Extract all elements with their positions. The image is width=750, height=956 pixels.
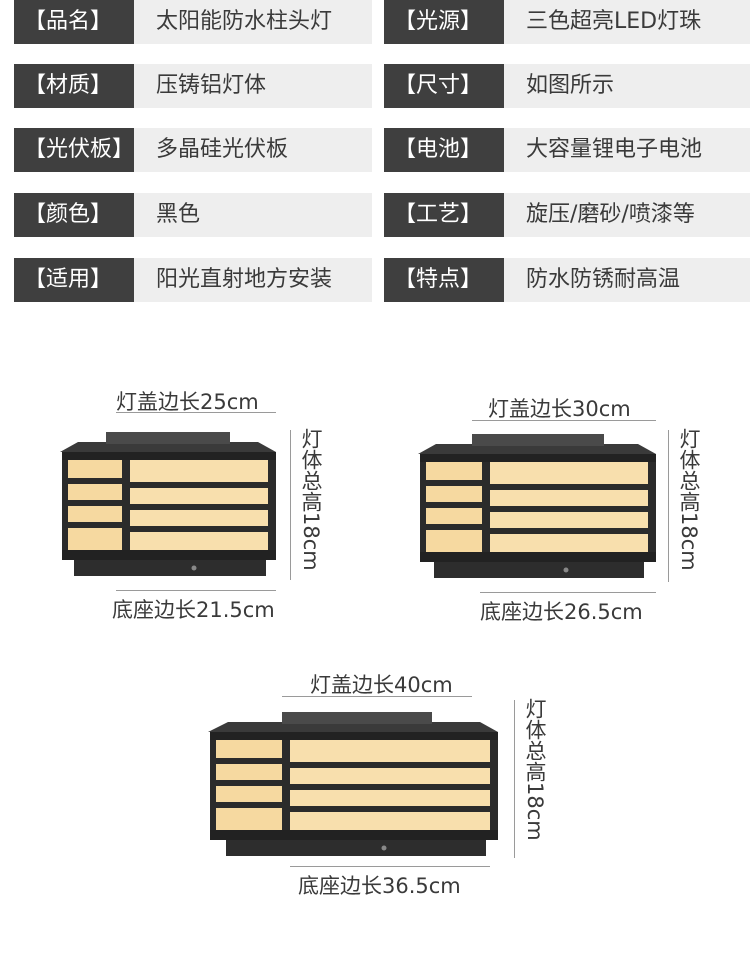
spec-value: 压铸铝灯体 (134, 64, 372, 108)
spec-row: 【品名】 太阳能防水柱头灯 【光源】 三色超亮LED灯珠 (14, 0, 750, 44)
base-dimension-line (116, 590, 276, 591)
lamp-illustration (418, 434, 656, 578)
lamp-image (58, 430, 282, 580)
lamp-illustration (60, 432, 276, 576)
height-dimension-label: 灯体总高18cm (677, 428, 701, 571)
base-dimension-label: 底座边长21.5cm (112, 598, 275, 622)
spec-value: 多晶硅光伏板 (134, 128, 372, 172)
base-dimension-label: 底座边长36.5cm (298, 874, 461, 898)
spec-row: 【颜色】 黑色 【工艺】 旋压/磨砂/喷漆等 (14, 193, 750, 237)
height-dimension-label: 灯体总高18cm (299, 428, 323, 571)
top-dimension-label: 灯盖边长40cm (310, 673, 453, 697)
spec-value: 大容量锂电子电池 (504, 128, 750, 172)
height-dimension-line (290, 430, 291, 580)
spec-value: 防水防锈耐高温 (504, 258, 750, 302)
lamp-image (206, 710, 502, 860)
spec-label: 【尺寸】 (384, 64, 504, 108)
spec-label: 【特点】 (384, 258, 504, 302)
spec-value: 太阳能防水柱头灯 (134, 0, 372, 44)
base-dimension-label: 底座边长26.5cm (480, 600, 643, 624)
base-dimension-line (290, 866, 490, 867)
spec-row: 【适用】 阳光直射地方安装 【特点】 防水防锈耐高温 (14, 258, 750, 302)
top-dimension-line (116, 412, 276, 413)
height-dimension-line (514, 700, 515, 858)
spec-row: 【材质】 压铸铝灯体 【尺寸】 如图所示 (14, 64, 750, 108)
spec-label: 【材质】 (14, 64, 134, 108)
top-dimension-label: 灯盖边长30cm (488, 397, 631, 421)
spec-label: 【电池】 (384, 128, 504, 172)
top-dimension-line (472, 420, 656, 421)
spec-value: 阳光直射地方安装 (134, 258, 372, 302)
spec-label: 【品名】 (14, 0, 134, 44)
spec-value: 旋压/磨砂/喷漆等 (504, 193, 750, 237)
height-dimension-label: 灯体总高18cm (523, 698, 547, 841)
spec-label: 【光伏板】 (14, 128, 134, 172)
spec-value: 三色超亮LED灯珠 (504, 0, 750, 44)
spec-label: 【适用】 (14, 258, 134, 302)
top-dimension-label: 灯盖边长25cm (116, 390, 259, 414)
spec-value: 黑色 (134, 193, 372, 237)
spec-value: 如图所示 (504, 64, 750, 108)
spec-label: 【光源】 (384, 0, 504, 44)
top-dimension-line (282, 696, 472, 697)
spec-label: 【工艺】 (384, 193, 504, 237)
spec-label: 【颜色】 (14, 193, 134, 237)
lamp-illustration (208, 712, 498, 856)
spec-row: 【光伏板】 多晶硅光伏板 【电池】 大容量锂电子电池 (14, 128, 750, 172)
height-dimension-line (668, 430, 669, 582)
base-dimension-line (480, 592, 656, 593)
spec-table: 【品名】 太阳能防水柱头灯 【光源】 三色超亮LED灯珠 【材质】 压铸铝灯体 … (0, 0, 750, 310)
lamp-image (416, 432, 660, 582)
